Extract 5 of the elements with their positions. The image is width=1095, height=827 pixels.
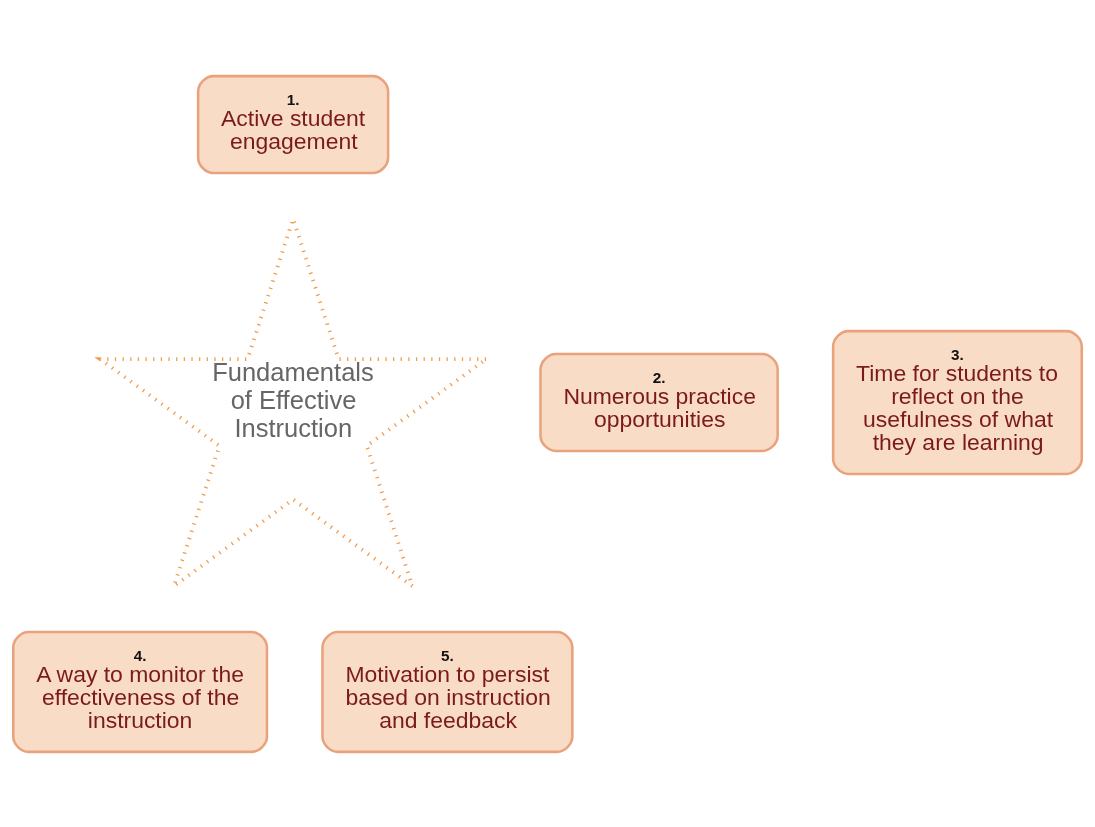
node-box: 4. A way to monitor the effectiveness of the instruction <box>11 630 269 753</box>
node-box: 1. Active student engagement <box>196 74 390 174</box>
node-box: 3. Time for students to reflect on the usefulness of what they are learning <box>831 329 1084 475</box>
node-box: 5. Motivation to persist based on instruction and feedback <box>321 630 574 753</box>
node-box: 2. Numerous practice opportunities <box>539 352 779 452</box>
